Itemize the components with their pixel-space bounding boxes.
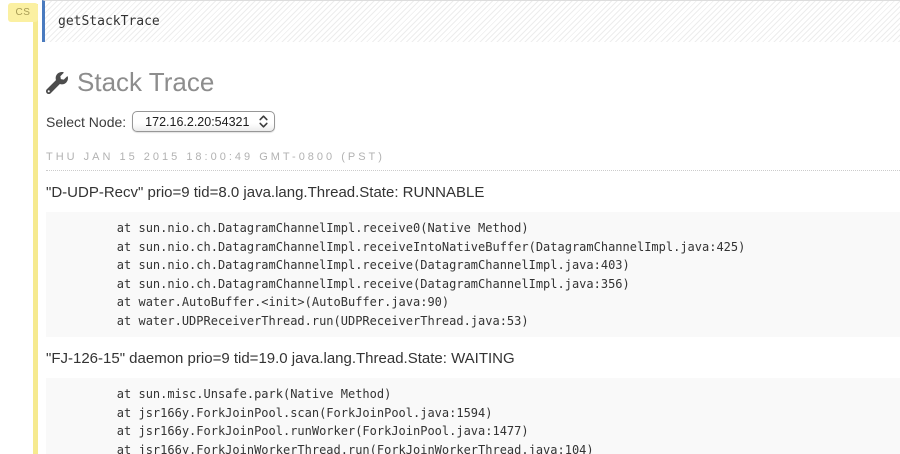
stack-trace-heading: Stack Trace: [46, 67, 900, 98]
cell-type-badge[interactable]: CS: [8, 3, 38, 22]
stack-trace-block: at sun.nio.ch.DatagramChannelImpl.receiv…: [46, 212, 900, 337]
cell-guide-line: [33, 4, 38, 454]
node-select[interactable]: 172.16.2.20:54321: [132, 111, 276, 132]
up-down-chevrons-icon: [259, 115, 269, 128]
cell-input-text[interactable]: getStackTrace: [58, 14, 160, 29]
stack-trace-block: at sun.misc.Unsafe.park(Native Method) a…: [46, 378, 900, 454]
node-select-row: Select Node: 172.16.2.20:54321: [46, 111, 900, 132]
notebook-input-cell[interactable]: getStackTrace: [42, 0, 900, 42]
cell-type-badge-label: CS: [15, 7, 31, 18]
node-select-label: Select Node:: [46, 113, 127, 130]
node-select-value: 172.16.2.20:54321: [145, 114, 250, 129]
timestamp-heading: THU JAN 15 2015 18:00:49 GMT-0800 (PST): [46, 151, 900, 171]
page-title: Stack Trace: [77, 67, 215, 97]
cell-output: Stack Trace Select Node: 172.16.2.20:543…: [46, 67, 900, 454]
thread-state-line: "FJ-126-15" daemon prio=9 tid=19.0 java.…: [46, 350, 515, 367]
wrench-icon: [46, 71, 68, 94]
thread-state-line: "D-UDP-Recv" prio=9 tid=8.0 java.lang.Th…: [46, 184, 485, 201]
